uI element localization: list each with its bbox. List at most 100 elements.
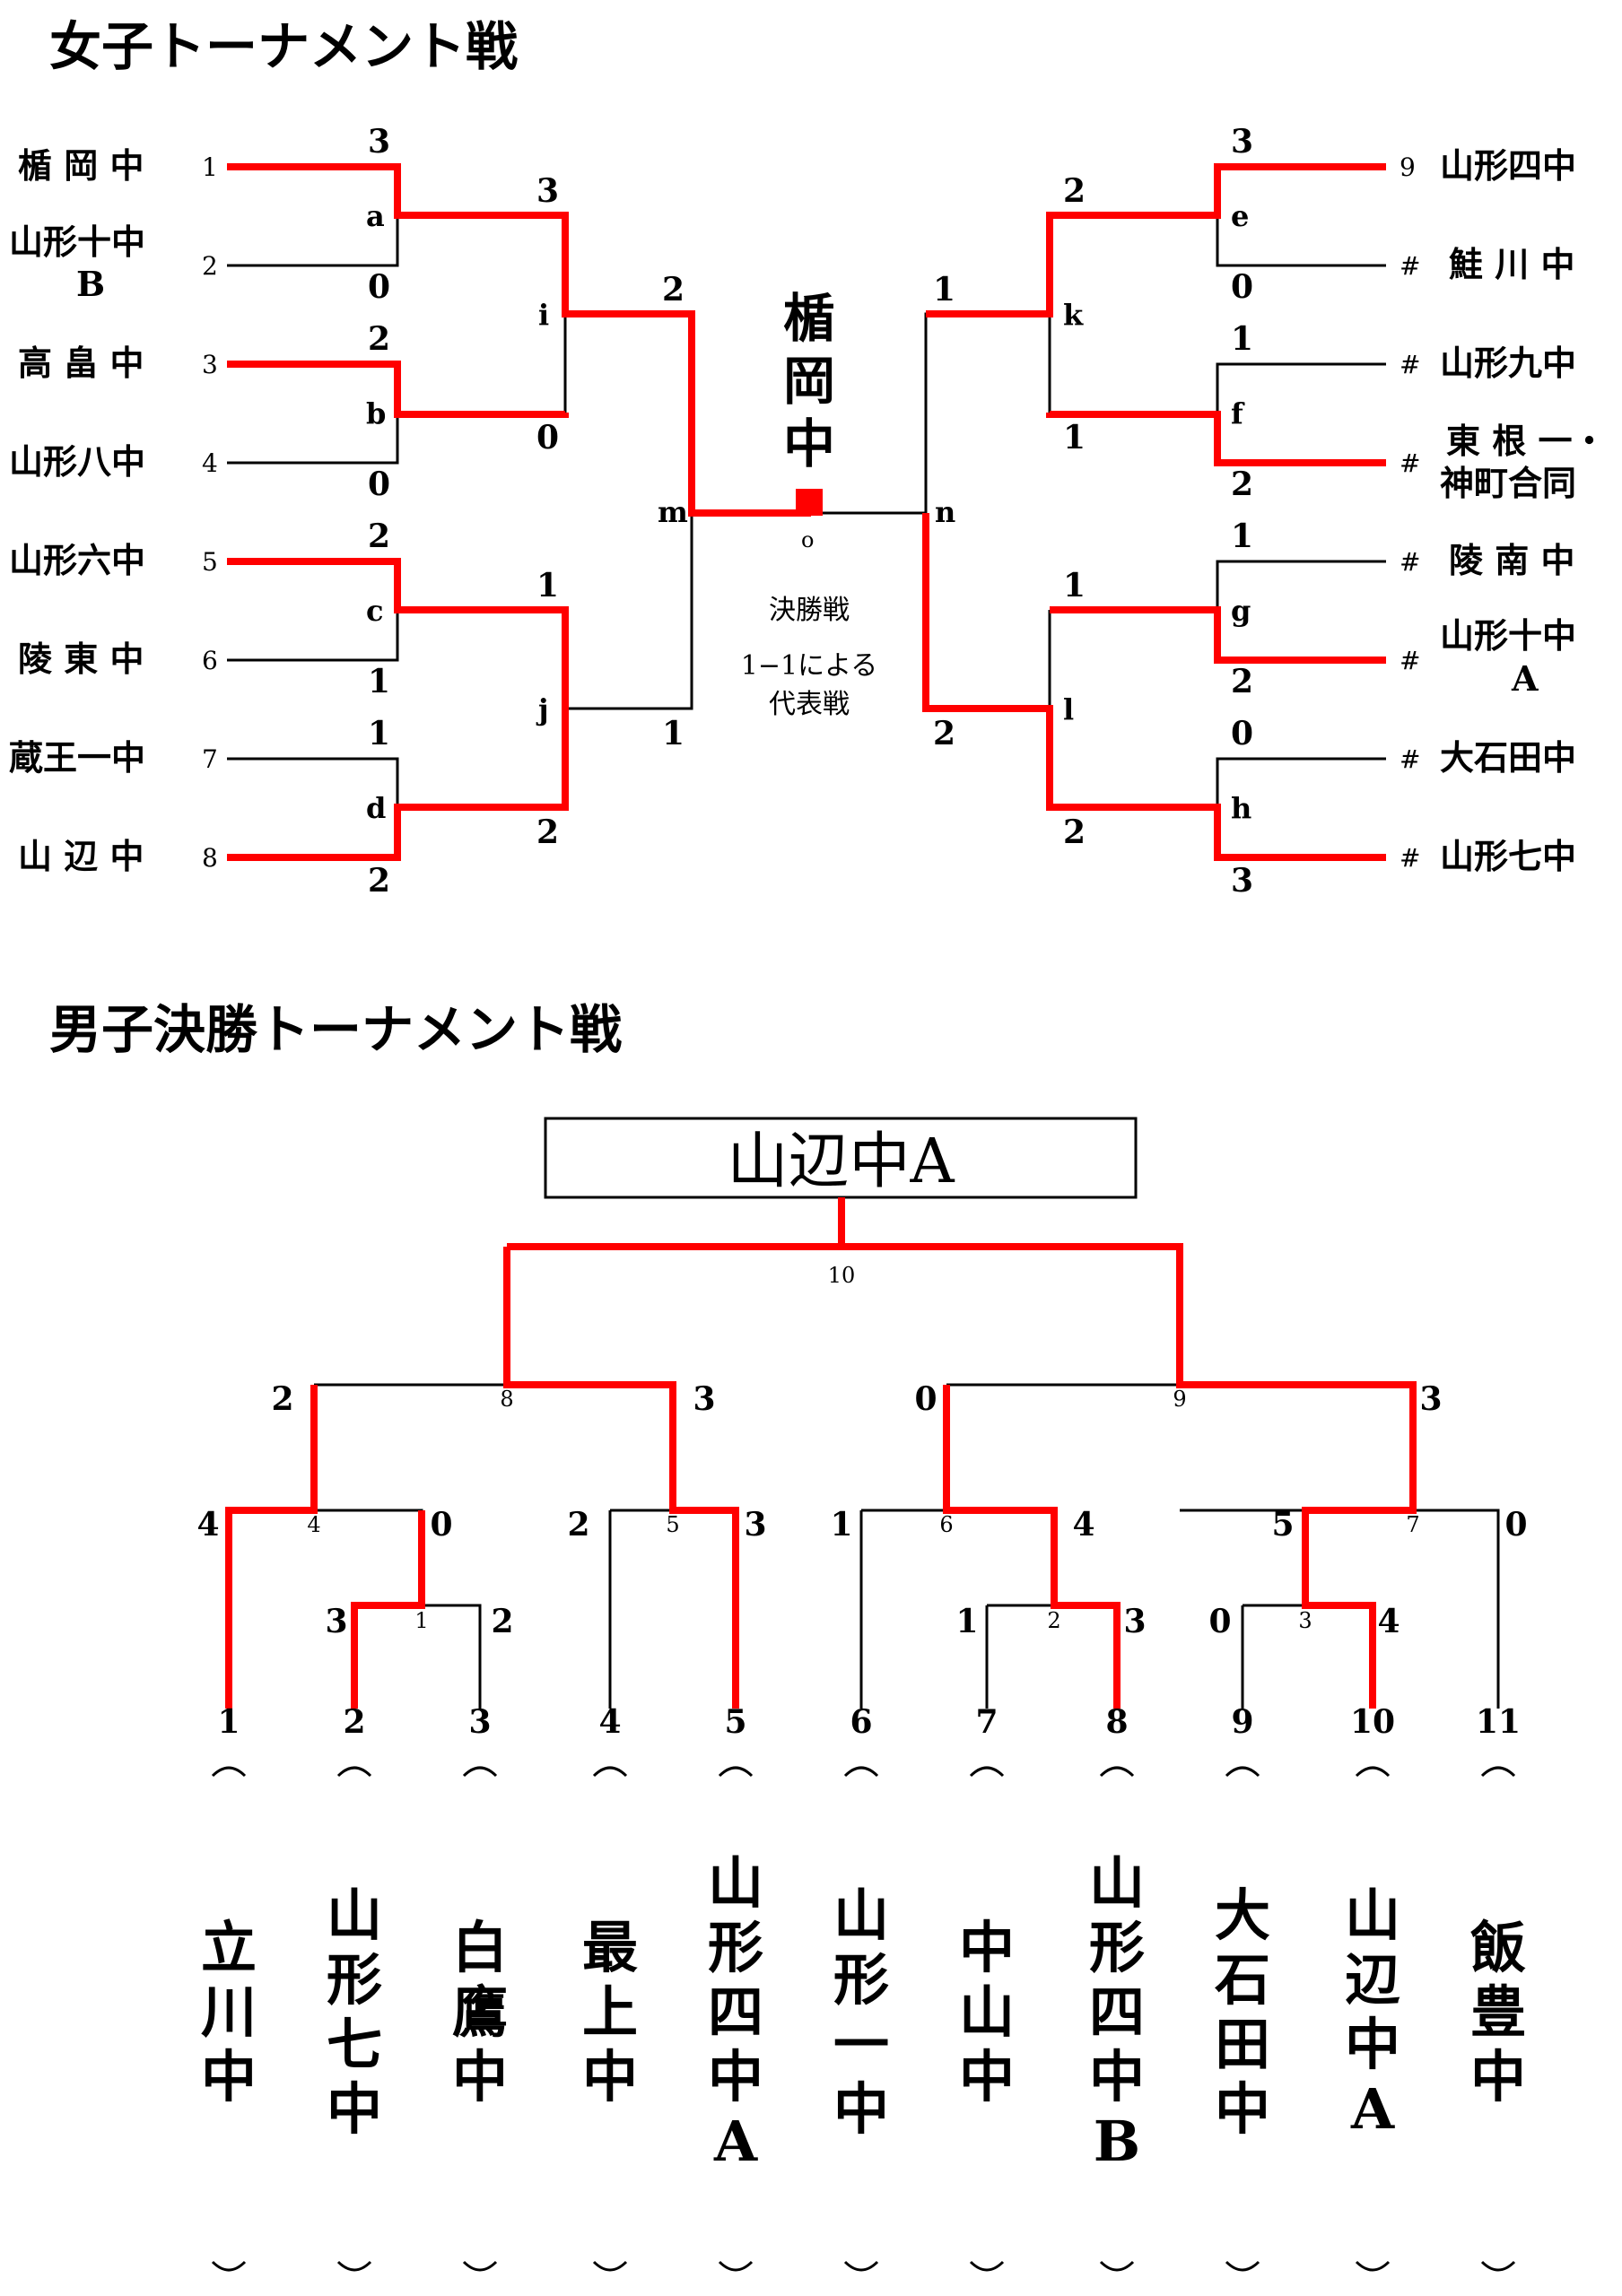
score: 0 xyxy=(914,1380,937,1418)
match-number: 5 xyxy=(666,1512,679,1537)
match-number: 10 xyxy=(828,1263,856,1288)
team-name-char: 形 xyxy=(327,1947,382,2013)
girls-title: 女子トーナメント戦 xyxy=(49,16,518,77)
girls-bracket: 女子トーナメント戦 xyxy=(9,16,1606,900)
team-name: A xyxy=(1511,658,1539,699)
boys-bracket: 男子決勝トーナメント戦 山辺中A xyxy=(49,999,1528,2272)
team-name-char: 上 xyxy=(582,1979,638,2045)
score: 2 xyxy=(662,271,685,309)
score: 0 xyxy=(430,1506,452,1544)
team-name-char: 七 xyxy=(327,2012,382,2077)
score: 3 xyxy=(693,1380,715,1418)
team-name-char: 四 xyxy=(708,1979,763,2045)
match-label: g xyxy=(1231,594,1251,628)
boys-winner-lines xyxy=(225,1197,1417,1709)
score: 0 xyxy=(536,419,559,457)
slot-number: 10 xyxy=(1350,1703,1395,1741)
paren-open xyxy=(1225,1766,1260,1778)
match-number: 2 xyxy=(1047,1608,1060,1633)
match-label: o xyxy=(801,527,814,552)
team-name-char: A xyxy=(713,2109,758,2174)
score: 2 xyxy=(368,862,390,900)
score: 0 xyxy=(1231,715,1253,752)
team-name-char: 一 xyxy=(833,2012,889,2077)
team-name-char: 中 xyxy=(452,2044,508,2109)
match-number: 8 xyxy=(500,1387,513,1412)
seed-number: # xyxy=(1400,744,1420,774)
team-name: 山 辺 中 xyxy=(18,836,144,876)
team-name: 楯 岡 中 xyxy=(18,145,144,186)
score: 2 xyxy=(368,320,390,358)
score: 0 xyxy=(1208,1603,1231,1640)
seed-number: 1 xyxy=(202,152,218,182)
paren-close xyxy=(211,2260,247,2272)
score: 1 xyxy=(1231,320,1253,358)
team-name-char: 中 xyxy=(201,2044,257,2109)
champion-name: 山辺中A xyxy=(727,1126,955,1197)
score: 4 xyxy=(1377,1603,1400,1640)
girls-right-seeds: 9 # # # # # # # xyxy=(1400,152,1420,873)
slot-number: 5 xyxy=(724,1703,746,1741)
slot-number: 3 xyxy=(468,1703,491,1741)
champion-box xyxy=(544,1117,1138,1199)
score: 2 xyxy=(271,1380,293,1418)
team-name-char: 形 xyxy=(708,1915,763,1980)
team-name: 鮭 川 中 xyxy=(1449,244,1574,284)
team-name-char: 川 xyxy=(201,1979,257,2045)
match-number: 1 xyxy=(414,1608,428,1633)
paren-open xyxy=(969,1766,1005,1778)
team-name: 大石田中 xyxy=(1440,737,1576,778)
score: 0 xyxy=(368,465,390,503)
score: 1 xyxy=(368,715,390,752)
team-name-char: 辺 xyxy=(1345,1947,1400,2013)
seed-number: 7 xyxy=(202,744,218,774)
seed-number: # xyxy=(1400,843,1420,873)
paren-open xyxy=(718,1766,754,1778)
paren-close xyxy=(843,2260,879,2272)
score: 0 xyxy=(1504,1506,1527,1544)
score: 1 xyxy=(1063,567,1086,604)
team-name-char: 石 xyxy=(1215,1947,1270,2013)
score: 5 xyxy=(1271,1506,1294,1544)
score: 1 xyxy=(955,1603,978,1640)
girls-final-note: 決勝戦 1−1による 代表戦 xyxy=(741,595,877,720)
team-name-char: 中 xyxy=(959,2044,1015,2109)
score: 3 xyxy=(368,123,390,161)
boys-slots: 1 2 3 4 5 6 7 8 9 10 11 xyxy=(217,1703,1521,1741)
boys-scores: 3 2 1 3 0 4 4 0 2 3 1 4 5 0 2 3 0 3 xyxy=(196,1380,1527,1640)
match-number: 3 xyxy=(1298,1608,1312,1633)
slot-number: 4 xyxy=(598,1703,621,1741)
score: 0 xyxy=(1231,268,1253,306)
score: 2 xyxy=(1231,465,1253,503)
girls-champion: 楯 岡 中 xyxy=(783,288,835,474)
seed-number: # xyxy=(1400,448,1420,478)
seed-number: 9 xyxy=(1400,152,1416,182)
score: 1 xyxy=(830,1506,852,1544)
team-name-char: A xyxy=(1350,2076,1395,2142)
team-name-char: 山 xyxy=(833,1883,889,1948)
score: 3 xyxy=(1419,1380,1442,1418)
team-name-char: 中 xyxy=(1215,2076,1270,2142)
score: 1 xyxy=(536,567,559,604)
match-number: 7 xyxy=(1406,1512,1419,1537)
paren-open xyxy=(462,1766,498,1778)
team-name-char: 形 xyxy=(833,1947,889,2013)
score: 0 xyxy=(368,268,390,306)
paren-open xyxy=(1099,1766,1135,1778)
team-name-char: 山 xyxy=(327,1883,382,1948)
girls-final-marker xyxy=(796,489,823,516)
team-name-char: 四 xyxy=(1089,1979,1145,2045)
paren-close xyxy=(1099,2260,1135,2272)
paren-close xyxy=(969,2260,1005,2272)
team-name-char: 中 xyxy=(833,2076,889,2142)
team-name: 山形八中 xyxy=(9,441,145,482)
score: 2 xyxy=(1063,813,1086,851)
score: 2 xyxy=(536,813,559,851)
paren-close xyxy=(1225,2260,1260,2272)
paren-open xyxy=(592,1766,628,1778)
seed-number: 6 xyxy=(202,646,218,675)
seed-number: # xyxy=(1400,350,1420,379)
team-name-char: B xyxy=(1094,2109,1140,2174)
score: 1 xyxy=(1231,517,1253,555)
